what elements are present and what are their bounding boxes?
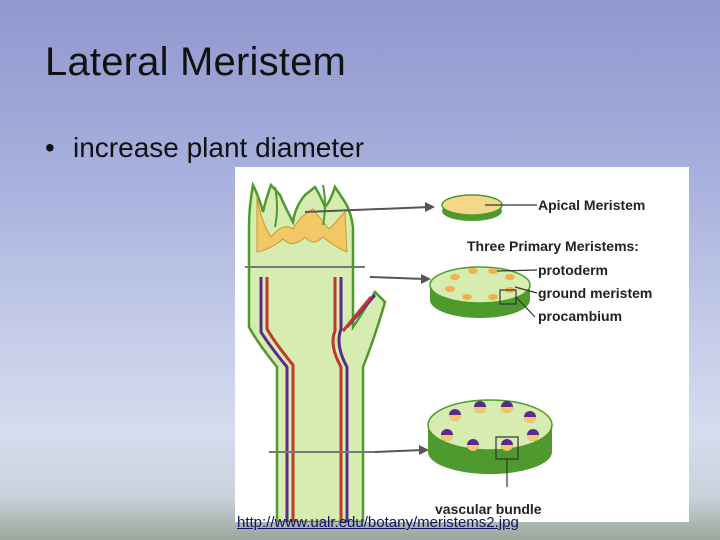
arrow-head [425,202,435,212]
stem-illustration [245,181,387,522]
meristem-diagram-svg: Apical Meristem Three Primary Meristems:… [245,181,652,522]
label-vascular-bundle: vascular bundle [435,501,542,517]
label-apical-meristem: Apical Meristem [538,197,645,213]
vascular-bundles [441,401,539,451]
label-protoderm: protoderm [538,262,608,278]
bullet-list: • increase plant diameter [45,132,364,164]
arrow-head [421,274,431,284]
primary-meristem-disc [429,266,531,318]
disc-top [429,266,531,304]
branch-strand [341,296,373,332]
xylem-strand [259,277,289,522]
apical-disc [441,194,503,221]
procambium-dots [445,268,515,300]
apical-tissue [256,196,348,253]
bullet-item: • increase plant diameter [45,132,364,164]
leader-lines [485,204,538,487]
leaf-primordium [274,186,278,228]
arrow-primary [369,276,426,280]
xylem-strand [337,277,349,522]
label-three-primary: Three Primary Meristems: [467,238,639,254]
arrow-vascular [374,449,424,453]
disc-top [427,399,553,451]
phloem-strand [265,277,295,522]
leaf-primordium [322,184,326,226]
label-procambium: procambium [538,308,622,324]
vascular-strands [259,277,377,522]
stem-shape [247,181,387,522]
arrow-head [419,445,429,455]
bullet-marker: • [45,132,55,163]
vascular-disc [427,399,553,474]
bullet-text: increase plant diameter [73,132,365,163]
label-ground-meristem: ground meristem [538,285,652,301]
pointer-arrows [304,202,435,455]
meristem-diagram: Apical Meristem Three Primary Meristems:… [235,167,689,522]
source-link[interactable]: http://www.ualr.edu/botany/meristems2.jp… [237,514,519,531]
slide-title: Lateral Meristem [45,40,347,84]
arrow-apical [304,206,431,213]
phloem-strand [331,277,343,522]
